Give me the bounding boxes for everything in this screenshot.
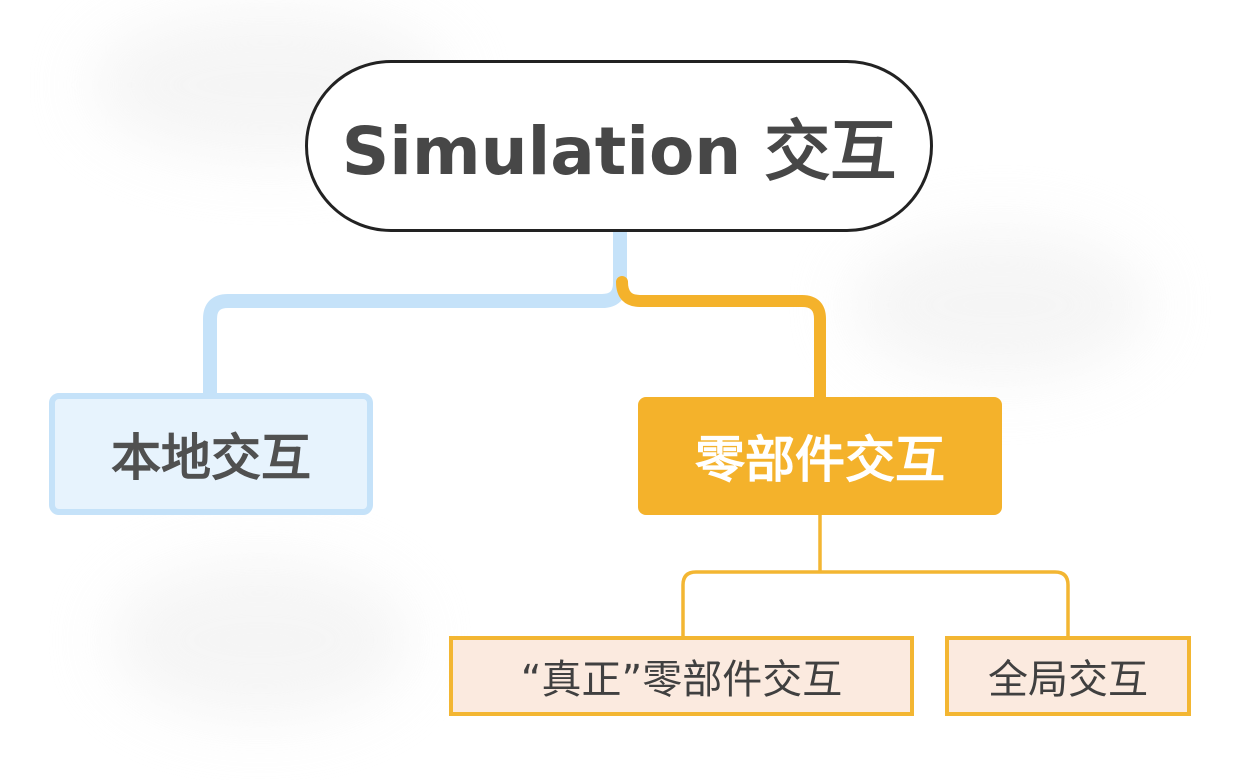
- root-node[interactable]: Simulation 交互: [305, 60, 933, 232]
- global-interaction-node[interactable]: 全局交互: [945, 636, 1191, 716]
- component-interaction-node[interactable]: 零部件交互: [638, 397, 1002, 515]
- component-interaction-label: 零部件交互: [695, 431, 945, 489]
- connector-parts-to-leaves: [681, 513, 1070, 638]
- connector-root-to-local: [203, 225, 627, 400]
- root-node-label: Simulation 交互: [341, 113, 897, 190]
- connector-root-to-parts: [616, 276, 826, 403]
- true-component-interaction-label: “真正”零部件交互: [520, 657, 843, 703]
- true-component-interaction-node[interactable]: “真正”零部件交互: [449, 636, 914, 716]
- background-shadow: [110, 560, 410, 720]
- global-interaction-label: 全局交互: [988, 657, 1148, 703]
- local-interaction-node[interactable]: 本地交互: [49, 393, 373, 515]
- background-shadow: [850, 230, 1150, 380]
- local-interaction-label: 本地交互: [111, 429, 311, 487]
